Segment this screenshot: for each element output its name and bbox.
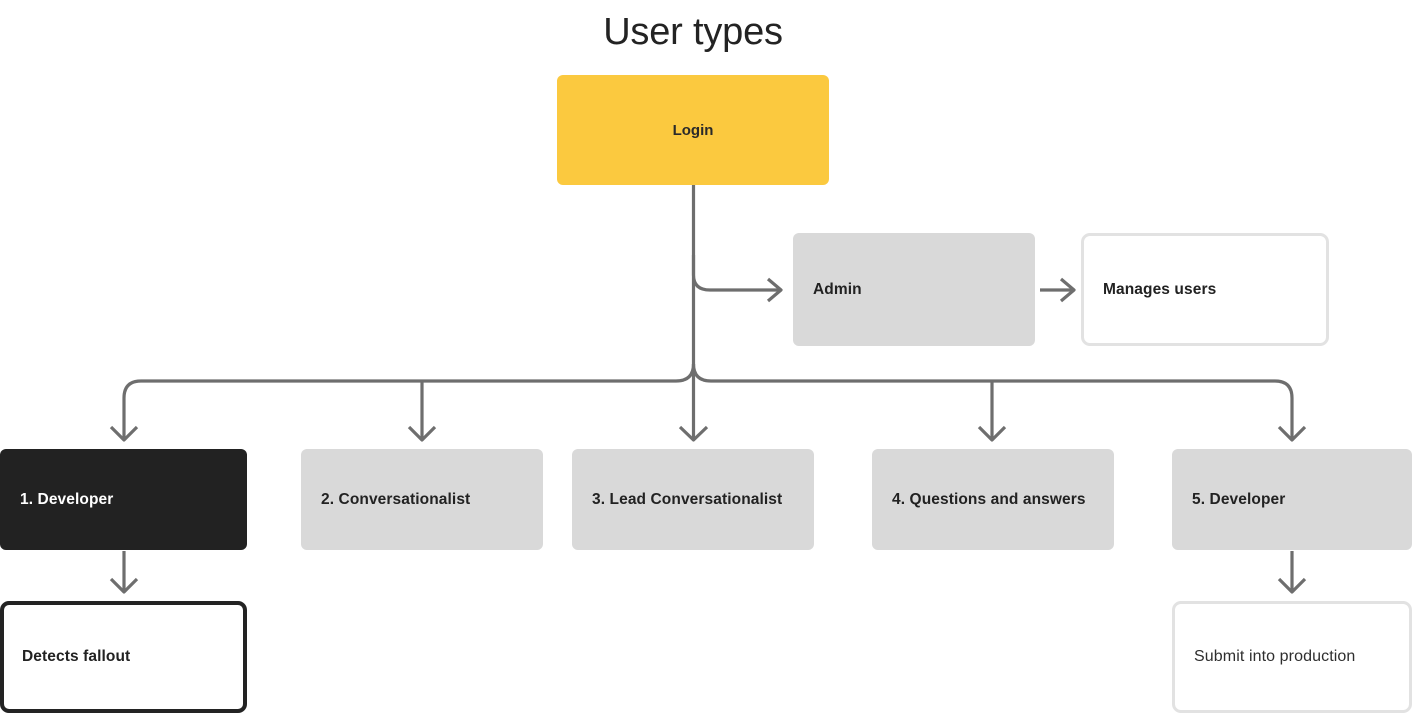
node-manages-users-label: Manages users bbox=[1103, 280, 1217, 298]
node-developer-5[interactable]: 5. Developer bbox=[1172, 449, 1412, 550]
node-submit-into-production-label: Submit into production bbox=[1194, 648, 1356, 665]
node-detects-fallout[interactable]: Detects fallout bbox=[0, 601, 247, 713]
arrowhead-admin bbox=[766, 277, 783, 303]
arrowhead-lead-conversationalist-3 bbox=[678, 425, 709, 442]
arrowhead-questions-and-answers-4 bbox=[977, 425, 1007, 442]
node-developer-1[interactable]: 1. Developer bbox=[0, 449, 247, 550]
node-conversationalist-2-label: 2. Conversationalist bbox=[321, 490, 471, 508]
arrowhead-conversationalist-2 bbox=[407, 425, 437, 442]
node-conversationalist-2[interactable]: 2. Conversationalist bbox=[301, 449, 543, 550]
node-submit-into-production[interactable]: Submit into production bbox=[1172, 601, 1412, 713]
node-lead-conversationalist-3[interactable]: 3. Lead Conversationalist bbox=[572, 449, 814, 550]
arrowhead-detects-fallout bbox=[109, 577, 139, 594]
page-title: User types bbox=[603, 11, 783, 53]
node-developer-5-label: 5. Developer bbox=[1192, 490, 1286, 508]
arrowhead-submit-into-production bbox=[1277, 577, 1307, 594]
node-admin-label: Admin bbox=[813, 280, 862, 298]
node-login-label: Login bbox=[672, 121, 714, 139]
node-questions-and-answers-4[interactable]: 4. Questions and answers bbox=[872, 449, 1114, 550]
connector-bus-right bbox=[691, 363, 1294, 440]
connector-login-to-admin bbox=[691, 255, 780, 292]
arrowhead-manages-users bbox=[1059, 277, 1076, 303]
node-login[interactable]: Login bbox=[557, 75, 829, 185]
node-questions-and-answers-4-label: 4. Questions and answers bbox=[892, 490, 1086, 508]
node-admin[interactable]: Admin bbox=[793, 233, 1035, 346]
node-developer-1-label: 1. Developer bbox=[20, 490, 114, 508]
connector-bus-left bbox=[122, 363, 696, 440]
node-lead-conversationalist-3-label: 3. Lead Conversationalist bbox=[592, 490, 783, 508]
node-manages-users[interactable]: Manages users bbox=[1081, 233, 1329, 346]
node-detects-fallout-label: Detects fallout bbox=[22, 648, 131, 665]
arrowhead-developer-5 bbox=[1277, 425, 1307, 442]
arrowhead-developer-1 bbox=[109, 425, 139, 442]
